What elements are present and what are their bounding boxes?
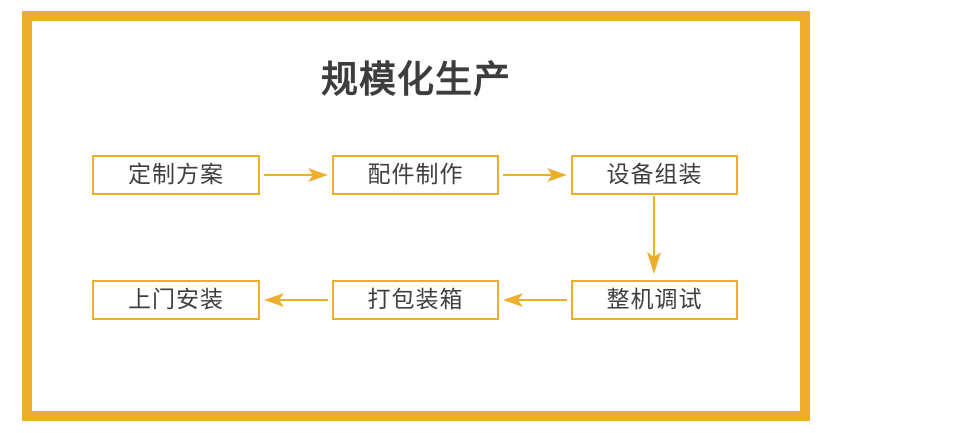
flow-node-label: 上门安装: [128, 286, 224, 312]
flow-node-label: 打包装箱: [367, 286, 464, 312]
page-title: 规模化生产: [321, 59, 511, 100]
arrow-down-icon: [643, 196, 665, 274]
arrow-left-icon: [503, 289, 567, 311]
arrow-left-icon: [264, 289, 328, 311]
flow-node-custom-plan[interactable]: 定制方案: [92, 155, 260, 195]
flow-node-equipment-assembly[interactable]: 设备组装: [571, 155, 738, 195]
flow-node-packing[interactable]: 打包装箱: [332, 280, 499, 320]
flow-node-machine-debug[interactable]: 整机调试: [571, 280, 738, 320]
flow-node-label: 整机调试: [606, 286, 703, 312]
flow-node-label: 设备组装: [606, 161, 703, 187]
flow-node-onsite-installation[interactable]: 上门安装: [92, 280, 260, 320]
arrow-right-icon: [264, 164, 328, 186]
arrow-right-icon: [503, 164, 567, 186]
outer-frame: [22, 11, 810, 421]
flow-node-label: 定制方案: [128, 161, 224, 187]
flow-node-parts-fabrication[interactable]: 配件制作: [332, 155, 499, 195]
flow-node-label: 配件制作: [367, 161, 464, 187]
